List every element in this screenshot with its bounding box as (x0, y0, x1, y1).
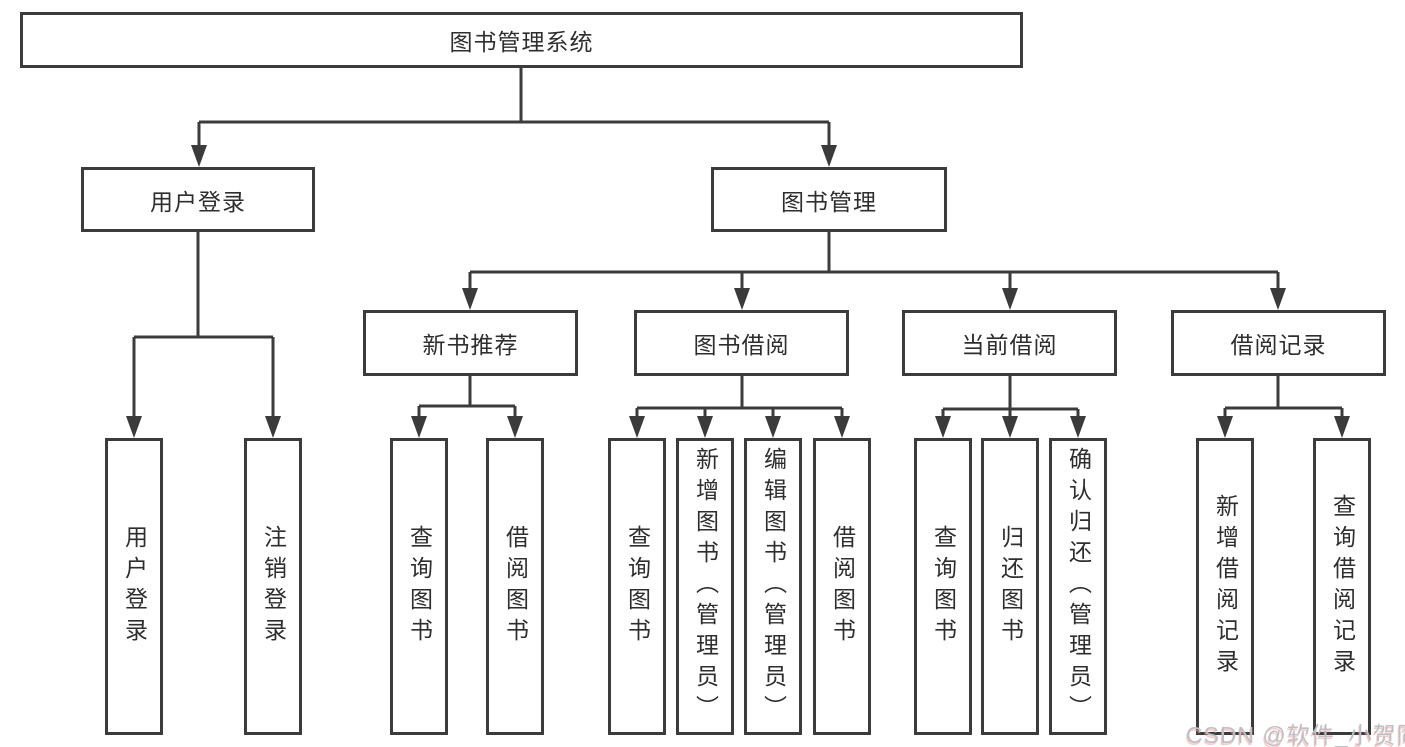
leaf-edit-book-admin: 编辑图书（管理员） (744, 438, 802, 735)
leaf-user-login: 用户登录 (105, 438, 163, 735)
node-book-borrow: 图书借阅 (634, 310, 849, 376)
node-label: 查询图书 (930, 524, 957, 649)
node-label: 借阅记录 (1230, 332, 1327, 358)
leaf-add-book-admin: 新增图书（管理员） (676, 438, 734, 735)
leaf-logout: 注销登录 (244, 438, 302, 735)
leaf-confirm-return-admin: 确认归还（管理员） (1049, 438, 1107, 735)
node-root-system: 图书管理系统 (20, 12, 1023, 68)
leaf-query-borrow-record: 查询借阅记录 (1313, 438, 1371, 735)
node-new-book-recommend: 新书推荐 (363, 310, 578, 376)
node-label: 新增借阅记录 (1212, 493, 1239, 680)
node-book-management: 图书管理 (711, 167, 947, 232)
arrowheads (126, 145, 1350, 438)
node-label: 借阅图书 (502, 524, 529, 649)
connector-current-borrow-group (941, 376, 1080, 418)
node-label: 图书管理系统 (449, 29, 594, 55)
node-borrow-record: 借阅记录 (1171, 310, 1386, 376)
connector-book-borrow-group (635, 376, 844, 418)
node-label: 注销登录 (260, 524, 287, 649)
node-label: 借阅图书 (829, 524, 856, 649)
connector-new-book-group (417, 376, 517, 418)
node-label: 图书管理 (781, 188, 877, 215)
leaf-query-book-borrow: 查询图书 (608, 438, 666, 735)
leaf-borrow-book-recommend: 借阅图书 (486, 438, 544, 735)
connector-borrow-record-group (1223, 376, 1344, 418)
node-label: 图书借阅 (693, 332, 790, 358)
node-label: 用户登录 (121, 524, 148, 649)
node-user-login: 用户登录 (81, 167, 315, 232)
leaf-return-book: 归还图书 (981, 438, 1039, 735)
leaf-add-borrow-record: 新增借阅记录 (1196, 438, 1254, 735)
node-label: 编辑图书（管理员） (760, 447, 787, 726)
csdn-watermark: CSDN @软件_小贺同学 (1186, 722, 1405, 747)
node-label: 确认归还（管理员） (1065, 447, 1092, 726)
node-label: 新增图书（管理员） (692, 447, 719, 726)
node-label: 查询借阅记录 (1329, 493, 1356, 680)
node-label: 新书推荐 (422, 332, 519, 358)
node-label: 归还图书 (997, 524, 1024, 649)
node-label: 查询图书 (406, 524, 433, 649)
node-label: 用户登录 (150, 188, 246, 215)
node-label: 查询图书 (624, 524, 651, 649)
node-label: 当前借阅 (961, 332, 1058, 358)
node-current-borrow: 当前借阅 (902, 310, 1117, 376)
leaf-query-book-recommend: 查询图书 (390, 438, 448, 735)
leaf-borrow-book: 借阅图书 (813, 438, 871, 735)
leaf-query-book-current: 查询图书 (914, 438, 972, 735)
